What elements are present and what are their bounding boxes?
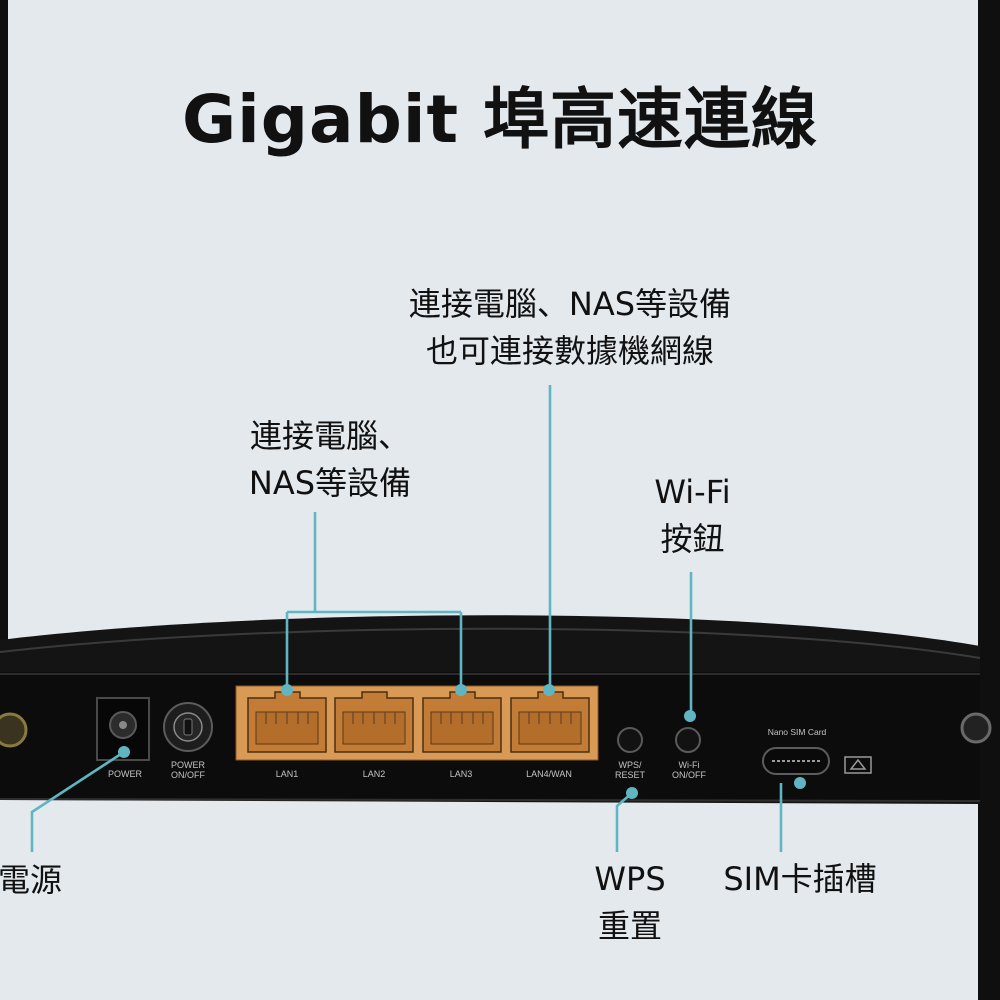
power-switch: POWER ON/OFF: [163, 702, 213, 780]
lan1-label: LAN1: [276, 769, 299, 779]
lan-callout: 連接電腦、 NAS等設備: [220, 413, 440, 507]
power-callout-line1: 電源: [0, 861, 63, 899]
wifi-callout-line1: Wi-Fi: [654, 473, 731, 511]
right-antenna-connector: [960, 712, 992, 744]
wps-callout-line1: WPS: [594, 860, 666, 898]
lan2-label: LAN2: [363, 769, 386, 779]
lan4-wan-port: LAN4/WAN: [510, 691, 590, 779]
right-antenna: [978, 0, 1000, 1000]
sim-callout-line: [779, 777, 806, 852]
wps-label-line2: RESET: [615, 770, 646, 780]
lan-callout-line: [281, 512, 467, 696]
sim-card-slot: Nano SIM Card: [762, 727, 830, 775]
wps-label-line1: WPS/: [618, 760, 642, 770]
power-jack: POWER: [96, 697, 150, 779]
lan-callout-line2: NAS等設備: [248, 464, 412, 502]
left-antenna: [0, 0, 8, 660]
power-button-icon: [173, 712, 203, 742]
wifi-callout-line2: 按鈕: [660, 520, 725, 558]
wifi-label-line1: Wi-Fi: [679, 760, 700, 770]
wifi-label-line2: ON/OFF: [672, 770, 706, 780]
lan-port-2: LAN2: [334, 691, 414, 779]
lan4-wan-label: LAN4/WAN: [526, 769, 572, 779]
sim-callout-line1: SIM卡插槽: [723, 860, 877, 898]
sim-slot-label: Nano SIM Card: [768, 727, 827, 737]
power-callout: 電源: [0, 857, 88, 904]
wifi-callout-line: [684, 572, 696, 722]
wifi-onoff-button: Wi-Fi ON/OFF: [672, 727, 706, 780]
lan3-label: LAN3: [450, 769, 473, 779]
lan-wan-callout-line2: 也可連接數據機網線: [425, 332, 714, 370]
wps-reset-button: WPS/ RESET: [615, 727, 646, 780]
power-callout-line: [30, 746, 130, 852]
callout-lines: [30, 385, 806, 852]
wps-callout-line2: 重置: [597, 907, 662, 945]
page-title: Gigabit 埠高速連線: [182, 81, 818, 158]
lan-port-3: LAN3: [422, 691, 502, 779]
lan-wan-callout: 連接電腦、NAS等設備 也可連接數據機網線: [370, 281, 770, 375]
left-antenna-connector: [0, 712, 28, 748]
lan-wan-callout-line: [543, 385, 555, 696]
wifi-button-callout: Wi-Fi 按鈕: [620, 469, 765, 563]
sim-callout: SIM卡插槽: [695, 856, 905, 903]
lan-port-1: LAN1: [247, 691, 327, 779]
lan-wan-callout-line1: 連接電腦、NAS等設備: [408, 285, 732, 323]
wps-callout: WPS 重置: [570, 856, 690, 950]
wps-callout-line: [615, 787, 638, 852]
lan-callout-line1: 連接電腦、: [249, 417, 410, 455]
eject-arrow-icon: [844, 756, 872, 774]
power-switch-label-line1: POWER: [171, 760, 206, 770]
power-switch-label-line2: ON/OFF: [171, 770, 205, 780]
power-label: POWER: [108, 769, 143, 779]
